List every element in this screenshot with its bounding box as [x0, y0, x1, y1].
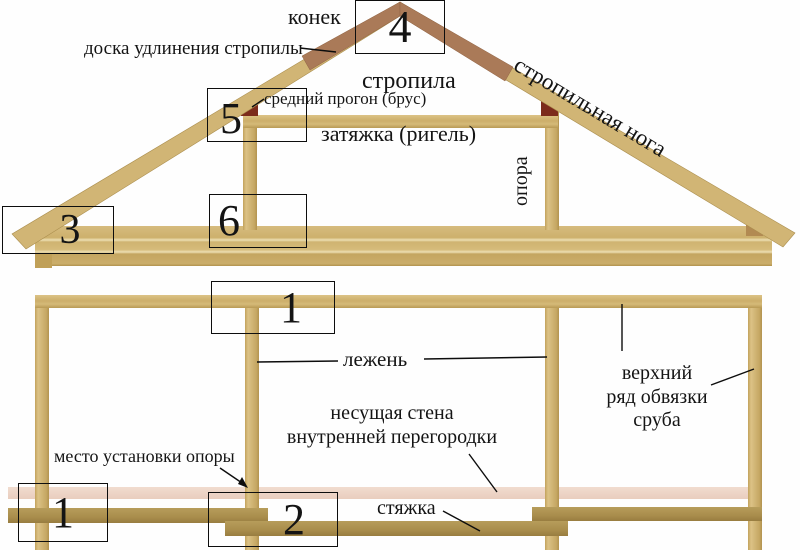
marker-number: 3 — [59, 207, 81, 253]
marker-box-3: 3 — [2, 206, 114, 254]
top-strapping-line2: ряд обвязки — [606, 385, 708, 408]
bearing-wall-label: несущая стена внутренней перегородки — [278, 402, 506, 449]
pointer-screed — [442, 510, 481, 532]
marker-number: 4 — [388, 1, 412, 52]
pointer-sleeper-right — [423, 356, 548, 360]
pointer-rafter-extension — [299, 47, 337, 53]
rafter-extension-label: доска удлинения стропилы — [84, 38, 303, 59]
wall-top-strapping-beam — [35, 295, 762, 308]
pointer-middle-purlin — [251, 98, 265, 108]
attic-beam-left-notch — [35, 253, 52, 268]
marker-number: 1 — [280, 282, 302, 332]
support-place-label: место установки опоры — [54, 446, 235, 466]
wall-post-center — [245, 296, 259, 550]
roof-post-right-support — [545, 112, 559, 230]
screed-label: стяжка — [377, 497, 436, 519]
ridge-label: конек — [288, 4, 341, 29]
screed-board-middle — [225, 521, 568, 536]
sleeper-label: лежень — [343, 347, 408, 371]
top-strapping-line1: верхний — [621, 362, 693, 384]
marker-number: 2 — [283, 494, 305, 544]
top-strapping-line3: сруба — [633, 409, 681, 432]
wall-post-left — [35, 296, 49, 550]
screed-board-right — [532, 507, 762, 521]
marker-box-4: 4 — [355, 0, 445, 54]
pointer-bearing-wall — [468, 453, 498, 493]
wall-post-right — [748, 296, 762, 550]
marker-box-2: 2 — [208, 492, 338, 547]
marker-box-1-top: 1 — [211, 281, 335, 334]
pointer-sleeper-left — [256, 360, 339, 363]
tie-beam-label: затяжка (ригель) — [321, 121, 477, 146]
marker-number: 6 — [218, 196, 240, 245]
marker-box-5: 5 — [207, 88, 307, 142]
top-strapping-label: верхний ряд обвязки сруба — [597, 362, 717, 433]
tie-beam-rigel — [243, 115, 558, 128]
marker-box-1-bottom: 1 — [18, 483, 108, 542]
rafters-label: стропила — [362, 68, 456, 94]
bearing-wall-line1: несущая стена — [330, 402, 454, 424]
marker-number: 1 — [52, 487, 74, 537]
pink-leveling-band — [8, 487, 762, 499]
attic-floor-beam — [35, 226, 772, 266]
pointer-strapping-diagonal — [710, 368, 755, 386]
marker-number: 5 — [220, 94, 242, 143]
rafter-right-ridge-section — [399, 1, 514, 82]
middle-purlin-label: средний прогон (брус) — [264, 89, 427, 108]
support-label: опора — [510, 156, 532, 206]
wall-post-right-mid — [545, 304, 559, 550]
marker-box-6: 6 — [209, 194, 307, 248]
arrowhead-support-place — [238, 477, 248, 488]
screed-board-left — [8, 508, 268, 523]
bearing-wall-line2: внутренней перегородки — [286, 425, 498, 448]
